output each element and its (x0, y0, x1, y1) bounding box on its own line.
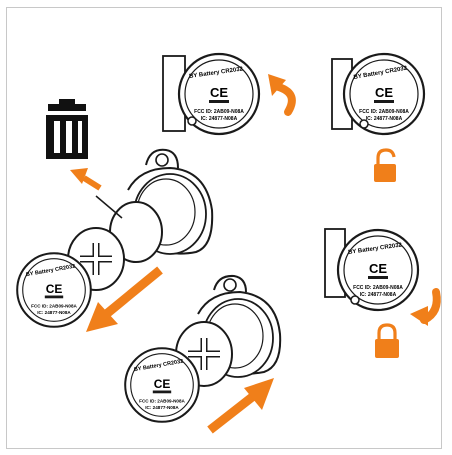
padlock-closed-icon (375, 325, 399, 358)
ce-mark: CE (210, 85, 228, 100)
fcc-line: FCC ID: 2AB09-N08A (31, 303, 77, 308)
cover-lock-step: BY Battery CR2032 CE FCC ID: 2AB09-N08A … (325, 229, 437, 358)
battery-cover-removed: BY Battery CR2032 CE FCC ID: 2AB09-N08A … (17, 253, 91, 327)
ce-mark: CE (375, 85, 393, 100)
trash-icon (46, 99, 88, 159)
fcc-line: FCC ID: 2AB09-N08A (139, 398, 185, 403)
battery-cover-new: BY Battery CR2032 CE FCC ID: 2AB09-N08A … (125, 348, 199, 422)
ic-line: IC: 24877-N08A (201, 116, 238, 122)
leader-line (96, 196, 122, 218)
ce-mark: CE (369, 261, 387, 276)
fcc-line: FCC ID: 2AB09-N08A (353, 285, 403, 291)
fcc-line: FCC ID: 2AB09-N08A (194, 109, 244, 115)
tab-notch (188, 117, 196, 125)
cover-unlocked-state: BY Battery CR2032 CE FCC ID: 2AB09-N08A … (332, 54, 424, 182)
fcc-line: FCC ID: 2AB09-N08A (359, 109, 409, 115)
rotate-clockwise-arrow-icon (275, 86, 292, 112)
insert-arrow (210, 378, 274, 430)
discard-arrow (70, 168, 100, 188)
padlock-open-icon (374, 150, 396, 182)
cover-open-step: BY Battery CR2032 CE FCC ID: 2AB09-N08A … (163, 54, 292, 134)
ce-mark: CE (154, 377, 171, 391)
ic-line: IC: 24877-N08A (37, 310, 71, 315)
ic-line: IC: 24877-N08A (366, 116, 403, 122)
ic-line: IC: 24877-N08A (360, 292, 397, 298)
ce-mark: CE (46, 282, 63, 296)
ic-line: IC: 24877-N08A (145, 405, 179, 410)
